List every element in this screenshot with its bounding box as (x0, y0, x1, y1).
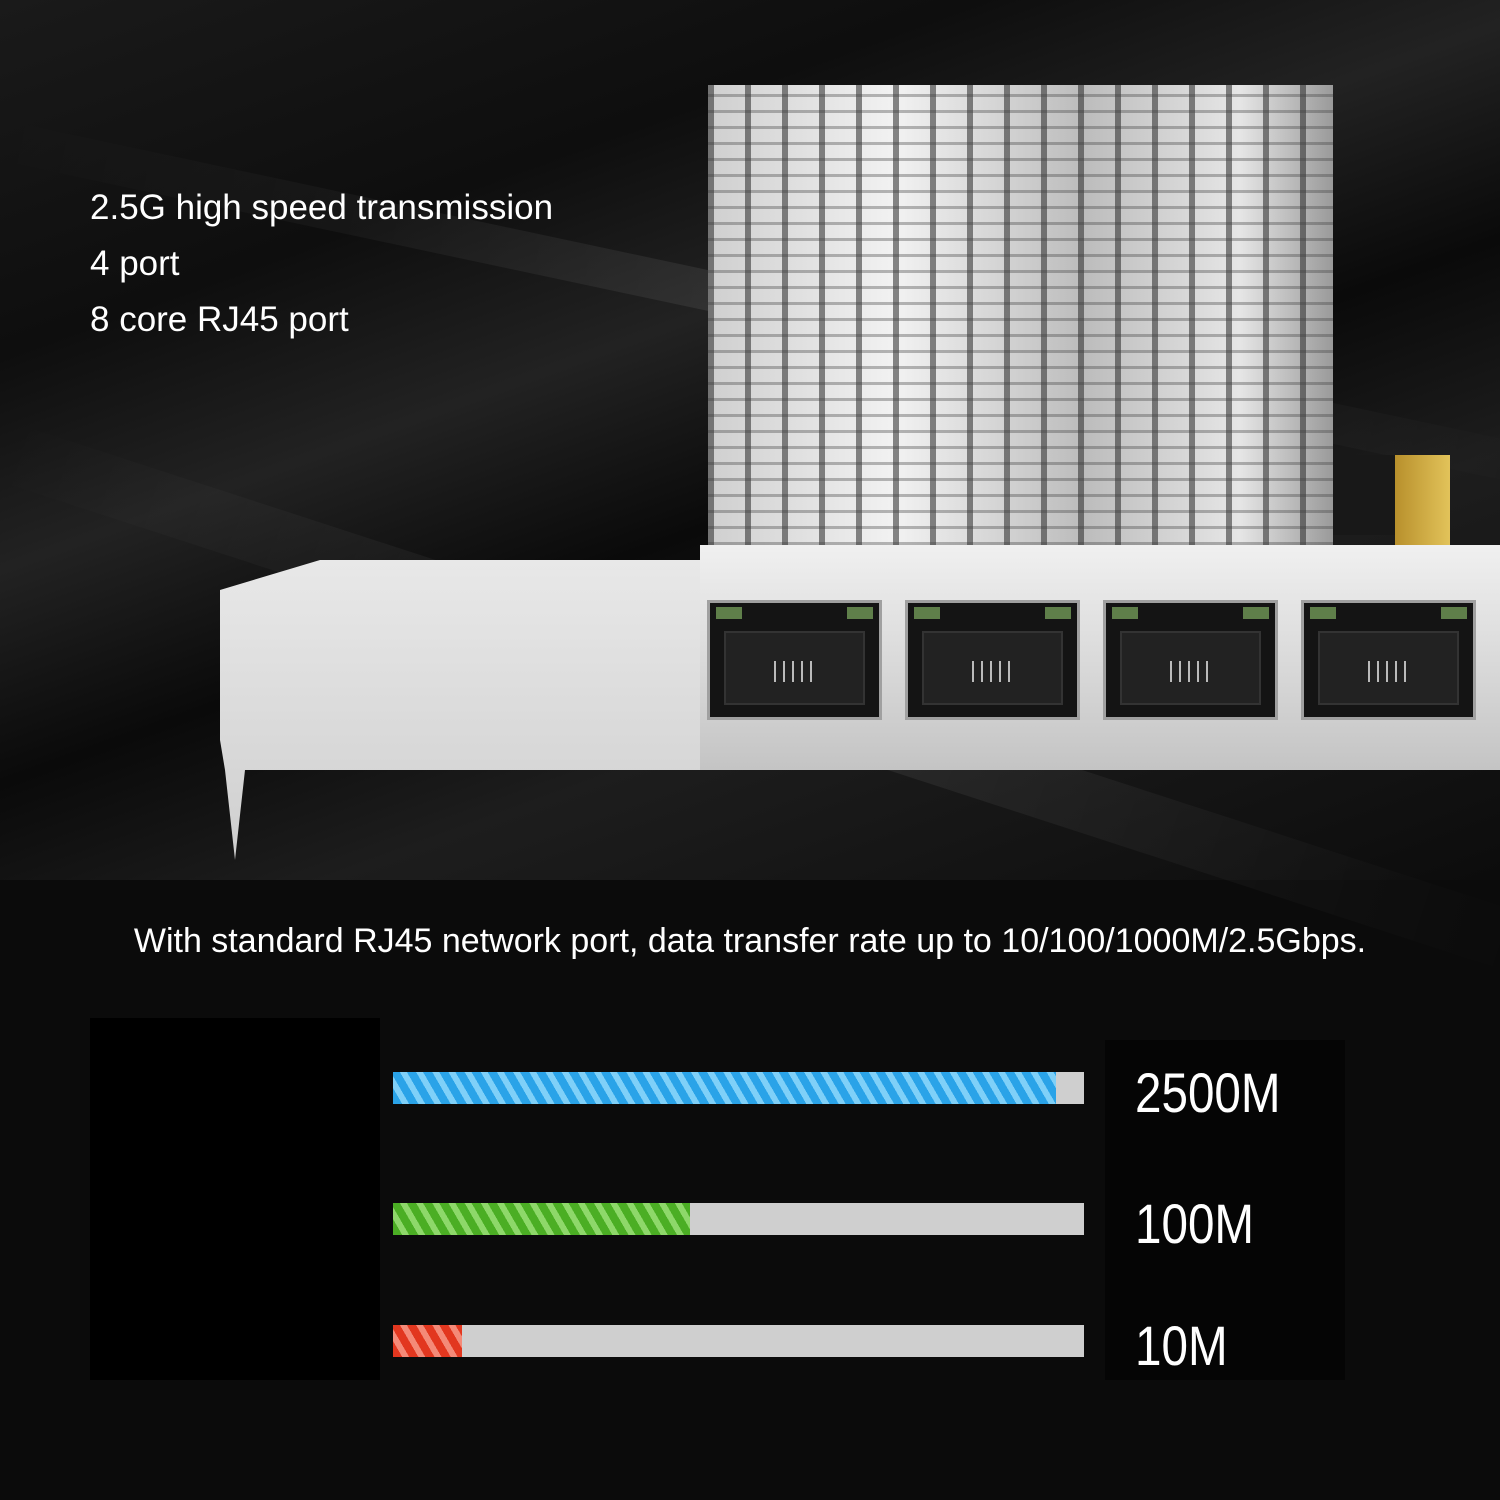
speed-label: 100M (1135, 1192, 1255, 1255)
dark-panel (90, 1018, 380, 1380)
feature-item: 2.5G high speed transmission (90, 188, 554, 227)
rj45-port-icon (707, 600, 882, 720)
feature-item: 8 core RJ45 port (90, 300, 349, 339)
speed-bar-track (393, 1072, 1084, 1104)
speed-label: 10M (1135, 1314, 1228, 1377)
label-panel (1105, 1040, 1345, 1380)
speed-bar-track (393, 1325, 1084, 1357)
rj45-port-icon (1301, 600, 1476, 720)
speed-bar-fill (393, 1072, 1057, 1104)
speed-bar-fill (393, 1325, 463, 1357)
rj45-port-icon (1103, 600, 1278, 720)
feature-list: 2.5G high speed transmission 4 port 8 co… (90, 180, 553, 348)
heatsink-image (708, 85, 1333, 545)
tagline: With standard RJ45 network port, data tr… (133, 922, 1367, 960)
speed-bar-track (393, 1203, 1084, 1235)
rj45-port-icon (905, 600, 1080, 720)
pcie-gold-contacts (1395, 455, 1450, 545)
feature-item: 4 port (90, 244, 180, 283)
speed-bar-fill (393, 1203, 691, 1235)
speed-label: 2500M (1135, 1061, 1281, 1124)
